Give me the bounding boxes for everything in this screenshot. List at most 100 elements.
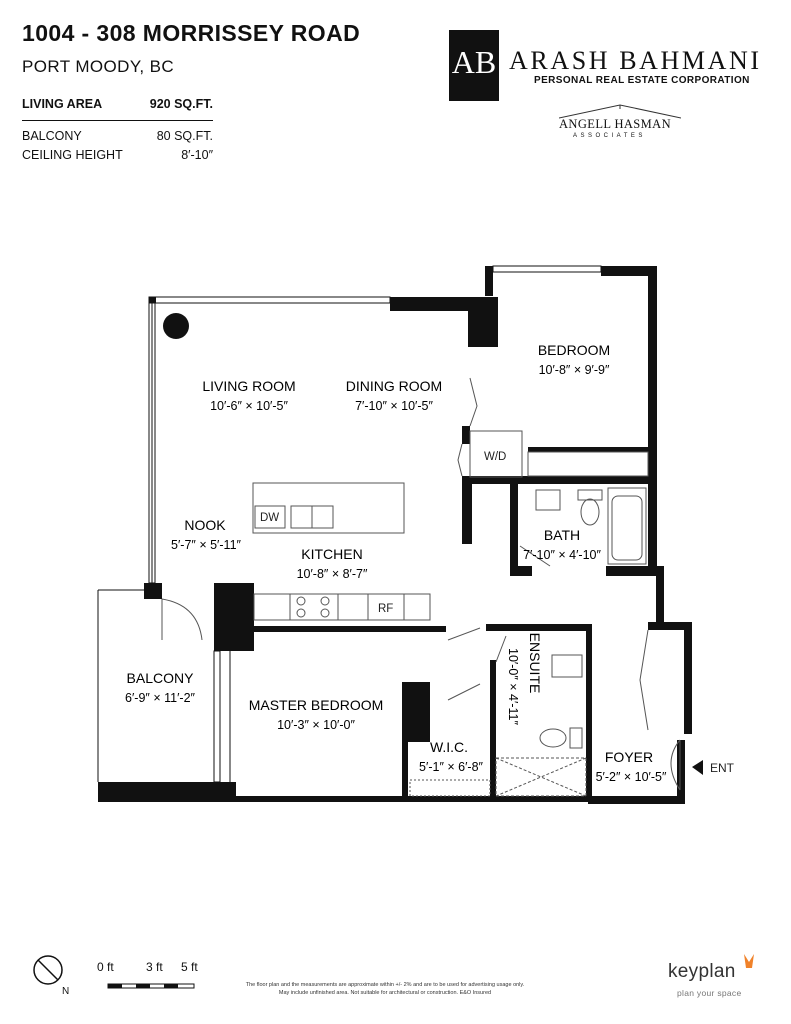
kitchen-island-counter xyxy=(252,482,405,534)
nook-corner-pier xyxy=(144,583,162,599)
room-master-name: MASTER BEDROOM xyxy=(249,697,384,713)
spec-label: LIVING AREA xyxy=(22,97,103,111)
wd-bottom-wall xyxy=(462,476,514,484)
plan-doors xyxy=(161,377,681,791)
closet-top-wall xyxy=(648,622,690,630)
foyer-right-wall-upper xyxy=(656,566,664,626)
ensuite-toilet-icon xyxy=(539,728,567,748)
kitchen-corner-pier xyxy=(214,583,254,651)
master-door xyxy=(447,627,481,641)
bath-left-wall xyxy=(510,476,518,576)
bath-top-wall xyxy=(510,476,656,484)
spec-label: BALCONY xyxy=(22,129,82,143)
wic-shelf xyxy=(409,779,491,797)
monogram-logo-box xyxy=(449,30,499,101)
living-window-top xyxy=(148,296,391,304)
room-nook-name: NOOK xyxy=(184,517,226,533)
bedroom-bifold-door xyxy=(469,377,478,427)
disclaimer-line-1: The floor plan and the measurements are … xyxy=(245,982,525,988)
monogram-logo: AB xyxy=(451,44,497,80)
bedroom-right-wall xyxy=(648,266,657,576)
scale-label-0: 0 ft xyxy=(97,960,114,974)
wic-left-wall xyxy=(402,742,408,802)
wd-bifold-door xyxy=(457,443,463,477)
partner-sub: ASSOCIATES xyxy=(573,133,646,139)
room-wic-name: W.I.C. xyxy=(430,739,468,755)
room-kitchen-dims: 10′-8″ × 8′-7″ xyxy=(297,567,368,581)
wd-pier xyxy=(462,484,472,544)
plan-walls xyxy=(98,266,692,804)
wic-pier xyxy=(402,682,430,742)
plan-windows xyxy=(97,265,602,796)
master-top-wall xyxy=(254,626,446,632)
balcony-door-swing xyxy=(161,598,203,641)
bedroom-top-wall-right xyxy=(601,266,655,276)
wic-door xyxy=(447,683,481,701)
scale-label-5: 5 ft xyxy=(181,960,198,974)
bath-bottom-wall-left xyxy=(510,566,532,576)
balcony-bottom-wall xyxy=(98,782,236,802)
bedroom-closet-wall xyxy=(528,447,654,452)
room-living-name: LIVING ROOM xyxy=(202,378,295,394)
kitchen-back-counter xyxy=(253,593,431,621)
scale-label-3: 3 ft xyxy=(146,960,163,974)
room-bedroom-dims: 10′-8″ × 9′-9″ xyxy=(539,363,610,377)
bedroom-closet xyxy=(527,451,649,477)
spec-balcony: BALCONY 80 SQ.FT. xyxy=(22,129,213,143)
property-city: PORT MOODY, BC xyxy=(22,57,175,76)
entry-arrow-icon xyxy=(692,760,703,775)
spec-value: 920 SQ.FT. xyxy=(149,97,213,111)
room-dining-name: DINING ROOM xyxy=(346,378,442,394)
room-bath-dims: 7′-10″ × 4′-10″ xyxy=(523,548,601,562)
scale-bar-icon xyxy=(107,983,195,989)
wd-closet xyxy=(469,430,523,478)
room-foyer-dims: 5′-2″ × 10′-5″ xyxy=(596,770,667,784)
living-top-wall-left-cap xyxy=(149,297,156,303)
spec-label: CEILING HEIGHT xyxy=(22,148,123,162)
disclaimer-line-2: May include unfinished area. Not suitabl… xyxy=(278,990,492,996)
bath-bottom-wall-right xyxy=(606,566,656,576)
room-foyer-name: FOYER xyxy=(605,749,653,765)
cooktop-icon xyxy=(289,593,339,621)
kitchen-counter xyxy=(253,593,431,621)
kitchen-island xyxy=(252,482,405,534)
ensuite-door xyxy=(495,635,507,663)
dishwasher-label: DW xyxy=(260,512,279,524)
spec-living-area: LIVING AREA 920 SQ.FT. xyxy=(22,97,213,111)
bedroom-window xyxy=(492,265,602,273)
room-wic-dims: 5′-1″ × 6′-8″ xyxy=(419,760,483,774)
room-nook-dims: 5′-7″ × 5′-11″ xyxy=(171,538,242,552)
dining-corner-pier xyxy=(468,297,498,347)
room-balcony-dims: 6′-9″ × 11′-2″ xyxy=(125,691,196,705)
room-master-dims: 10′-3″ × 10′-0″ xyxy=(277,718,355,732)
fridge-label: RF xyxy=(378,603,393,615)
room-ensuite-name: ENSUITE xyxy=(527,633,543,694)
keyplan-logo-icon xyxy=(744,954,754,968)
ensuite-sink-icon xyxy=(551,654,583,678)
agent-corporation: PERSONAL REAL ESTATE CORPORATION xyxy=(534,75,750,86)
keyplan-name: keyplan xyxy=(668,961,736,982)
north-label: N xyxy=(62,986,70,997)
partner-roof-icon xyxy=(559,104,681,119)
room-living-dims: 10′-6″ × 10′-5″ xyxy=(210,399,288,413)
closet-bifold-door xyxy=(639,629,649,731)
room-kitchen-name: KITCHEN xyxy=(301,546,362,562)
washer-dryer-label: W/D xyxy=(484,451,506,463)
wd-left-wall-top xyxy=(462,426,470,444)
ensuite-top-wall xyxy=(486,624,590,631)
ensuite-left-wall xyxy=(490,660,496,802)
bath-sink-icon xyxy=(535,489,561,511)
bath-door xyxy=(519,545,551,567)
ensuite-shower xyxy=(495,757,587,797)
north-compass-icon xyxy=(33,955,63,985)
fixture-labels: W/D DW RF ENT xyxy=(260,451,735,775)
partner-name: ANGELL HASMAN xyxy=(559,117,672,131)
bathtub-icon xyxy=(607,487,647,565)
keyplan-tagline: plan your space xyxy=(677,988,742,998)
room-balcony-name: BALCONY xyxy=(127,670,195,686)
room-ensuite-dims: 10′-0″ × 4′-11″ xyxy=(506,648,520,725)
entry-label: ENT xyxy=(710,761,735,775)
bath-fixtures xyxy=(409,430,649,797)
room-labels: BEDROOM 10′-8″ × 9′-9″ LIVING ROOM 10′-6… xyxy=(125,342,667,784)
